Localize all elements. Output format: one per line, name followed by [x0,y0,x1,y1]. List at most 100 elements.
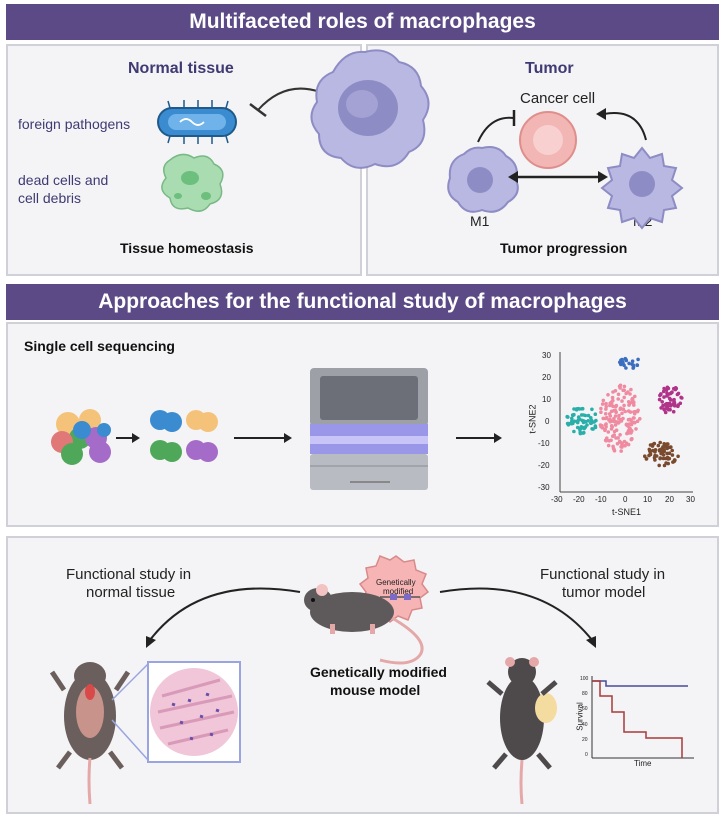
tsne-point [652,441,657,446]
tsne-point [661,453,666,457]
tumor-title: Tumor [525,60,574,77]
tsne-point [613,414,618,418]
tsne-point [628,410,633,414]
tissue-homeostasis-label: Tissue homeostasis [120,240,254,256]
tsne-point [668,407,672,412]
tsne-point [631,365,636,369]
tsne-point [612,433,616,437]
tsne-point [674,386,679,391]
sequencing-title: Single cell sequencing [24,338,175,354]
tsne-point [581,413,586,417]
tsne-point [571,421,575,426]
tsne-points [565,356,684,468]
tsne-point [662,407,666,411]
tsne-xtick-4: 10 [643,495,652,504]
tsne-point [632,400,636,405]
tsne-point [570,416,574,421]
tsne-point [615,441,620,446]
tsne-point [670,453,675,457]
tsne-point [667,401,672,406]
tsne-point [635,409,640,414]
dissected-mouse-icon [49,662,131,805]
tsne-point [603,428,607,433]
tsne-point [657,448,662,452]
tsne-point [614,436,618,440]
tsne-point [653,453,657,458]
tsne-point [657,397,662,402]
tsne-point [644,457,649,461]
tsne-point [570,413,575,417]
tsne-point [622,395,626,400]
tsne-point [589,421,593,426]
tsne-point [583,425,588,429]
pathogens-label: foreign pathogens [18,116,131,132]
tsne-point [653,448,658,452]
tsne-point [616,397,620,401]
tsne-point [586,413,591,418]
tsne-point [648,452,653,457]
tsne-point [650,444,655,448]
tsne-point [619,449,623,453]
tsne-point [579,426,583,431]
tsne-point [606,430,611,434]
m2-macrophage-icon [600,146,684,230]
tsne-point [665,445,669,449]
tsne-point [626,417,631,422]
tsne-point [676,404,680,409]
tsne-point [621,416,625,421]
tsne-ytick-3: 0 [545,417,550,426]
approaches-banner: Approaches for the functional study of m… [6,284,719,320]
tumor-study-label-2: tumor model [562,584,646,601]
tsne-xtick-5: 20 [665,495,674,504]
tsne-point [673,458,677,463]
tsne-point [572,429,576,434]
tsne-point [623,443,627,448]
tsne-point [606,443,611,448]
tsne-point [630,429,634,433]
tsne-xtick-0: -30 [551,495,563,504]
normal-study-label-2: normal tissue [86,584,176,601]
tsne-point [610,395,615,400]
tsne-point [633,394,637,399]
tsne-point [612,448,617,453]
tsne-point [589,418,594,423]
sorted-cells-icon [150,410,218,462]
tsne-point [623,356,628,361]
tsne-point [630,397,634,402]
tsne-point [593,424,598,428]
tsne-point [567,421,571,426]
dead-cells-label-2: cell debris [18,190,82,206]
tsne-point [658,392,663,397]
tsne-point [603,412,608,416]
tissue-histology-icon [147,661,241,763]
tsne-point [653,458,657,462]
tsne-point [621,407,626,412]
survival-curve-tumor [592,680,683,758]
tsne-point [616,392,621,397]
survival-curve-control [592,680,688,687]
tsne-xtick-2: -10 [595,495,607,504]
tsne-point [612,408,617,413]
tsne-point [669,398,673,402]
tsne-point [622,403,626,408]
tsne-point [614,403,619,408]
normal-tissue-title: Normal tissue [128,60,234,77]
tsne-point [663,410,668,415]
tsne-point [635,363,640,368]
tsne-plot [559,352,693,493]
tsne-point [634,427,638,431]
tsne-point [624,391,628,396]
tsne-ytick-5: -20 [538,461,550,470]
tsne-point [629,437,634,441]
tsne-point [620,359,624,363]
tsne-point [614,428,619,433]
tsne-point [619,445,623,449]
tsne-ytick-6: -30 [538,483,550,492]
tsne-point [676,454,680,459]
tsne-point [600,402,605,406]
tsne-point [661,389,666,394]
tsne-point [633,420,637,425]
tsne-xlabel: t-SNE1 [612,507,642,517]
survival-ytick-2: 60 [582,706,588,712]
